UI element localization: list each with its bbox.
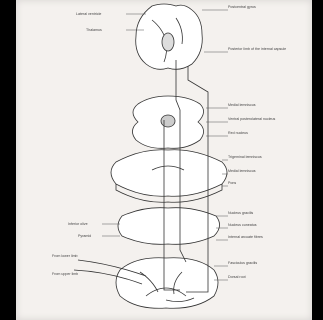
label-thalamus: Thalamus [86, 28, 102, 32]
medulla-section [118, 208, 220, 245]
label-pons-a: Trigeminal lemniscus [228, 155, 262, 159]
spinal-cord-section [116, 258, 218, 309]
label-pons-c: Pons [228, 181, 236, 185]
pons-section [111, 150, 227, 197]
label-lower-limb: From lower limb [52, 254, 78, 258]
label-midbrain-c: Red nucleus [228, 131, 248, 135]
label-cortex: Postcentral gyrus [228, 5, 256, 9]
label-dorsal-root: Dorsal root [228, 275, 246, 279]
label-medulla-a: Nucleus gracilis [228, 211, 253, 215]
label-pons-b: Medial lemniscus [228, 169, 256, 173]
label-medulla-b: Nucleus cuneatus [228, 223, 257, 227]
label-lateral-ventricle: Lateral ventricle [76, 12, 101, 16]
sensory-pathway-diagram: Postcentral gyrus Lateral ventricle Thal… [16, 0, 312, 320]
label-medulla-c: Internal arcuate fibres [228, 235, 263, 239]
paper-sheet: Postcentral gyrus Lateral ventricle Thal… [16, 0, 312, 320]
label-pyramid: Pyramid [78, 234, 91, 238]
label-midbrain-a: Medial lemniscus [228, 103, 256, 107]
label-fasciculus: Fasciculus gracilis [228, 261, 257, 265]
label-upper-limb: From upper limb [52, 272, 78, 276]
label-inferior-olive: Inferior olive [68, 222, 88, 226]
label-internal-capsule: Posterior limb of the internal capsule [228, 47, 286, 51]
label-midbrain-b: Ventral posterolateral nucleus [228, 117, 276, 121]
